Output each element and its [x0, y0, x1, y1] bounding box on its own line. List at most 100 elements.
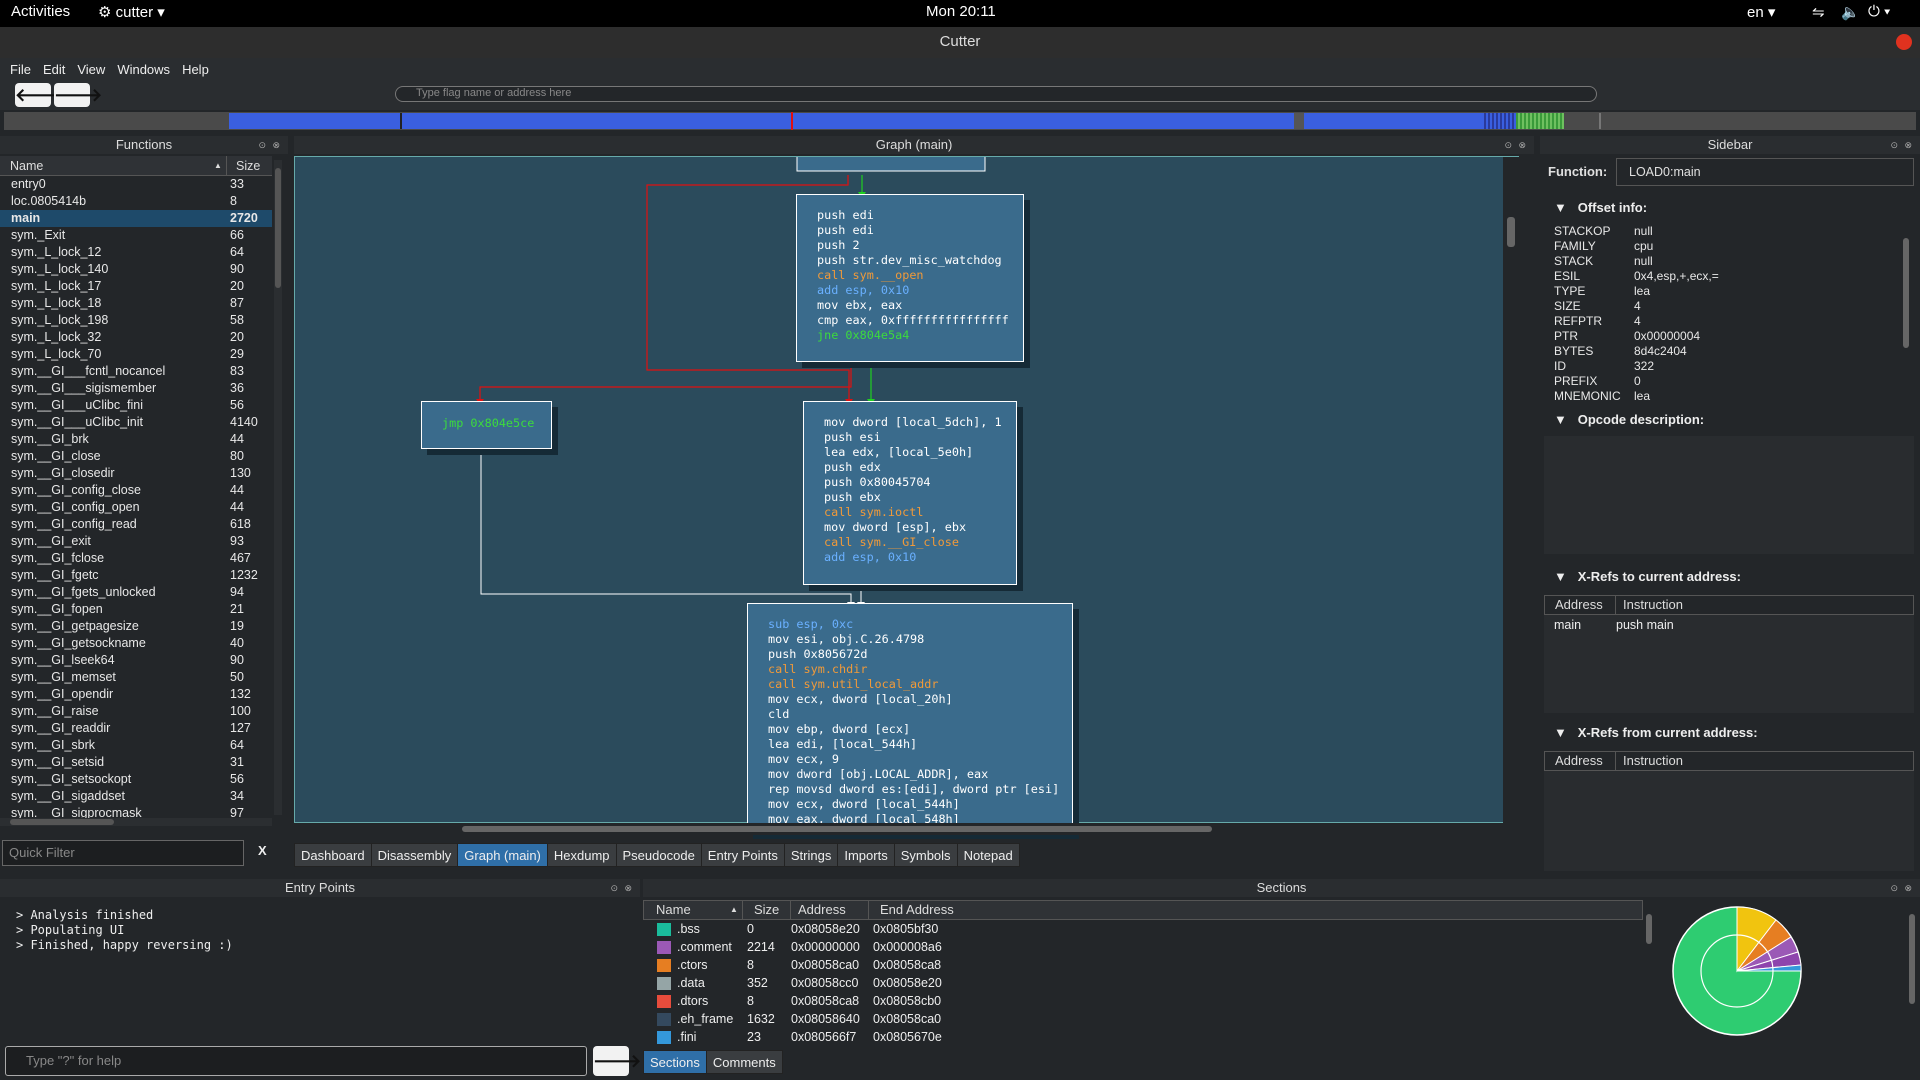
- sections-scrollbar[interactable]: [1645, 902, 1653, 1040]
- tab-comments[interactable]: Comments: [705, 1050, 783, 1074]
- graph-hscrollbar[interactable]: [294, 823, 1519, 835]
- offset-info-header[interactable]: ▼ Offset info:: [1554, 200, 1647, 215]
- close-icon[interactable]: ⊗: [272, 140, 280, 150]
- scroll-thumb[interactable]: [1903, 238, 1909, 348]
- scroll-thumb[interactable]: [1507, 217, 1515, 247]
- tab-sections[interactable]: Sections: [643, 1050, 707, 1074]
- asm-instruction[interactable]: push 2: [817, 238, 860, 252]
- scroll-thumb[interactable]: [1909, 914, 1915, 1004]
- close-icon[interactable]: ⊗: [1518, 140, 1526, 150]
- offset-scrollbar[interactable]: [1902, 226, 1910, 398]
- hscroll-thumb[interactable]: [10, 819, 114, 825]
- float-icon[interactable]: ⊙: [1504, 140, 1512, 150]
- col-name[interactable]: Name: [10, 159, 44, 173]
- asm-instruction[interactable]: mov dword [obj.LOCAL_ADDR], eax: [768, 767, 989, 781]
- tab-hexdump[interactable]: Hexdump: [546, 843, 617, 867]
- asm-instruction[interactable]: mov esi, obj.C.26.4798: [768, 632, 925, 646]
- search-input[interactable]: Type flag name or address here: [395, 86, 1597, 102]
- asm-instruction[interactable]: mov ebp, dword [ecx]: [768, 722, 911, 736]
- float-icon[interactable]: ⊙: [258, 140, 266, 150]
- tab-symbols[interactable]: Symbols: [893, 843, 958, 867]
- asm-instruction[interactable]: mov dword [local_5dch], 1: [824, 415, 1002, 429]
- power-icon[interactable]: ⏻ ▾: [1868, 3, 1891, 20]
- menu-edit[interactable]: Edit: [42, 62, 66, 77]
- asm-instruction[interactable]: jmp 0x804e5ce: [442, 416, 535, 430]
- asm-instruction[interactable]: cmp eax, 0xffffffffffffffff: [817, 313, 1009, 327]
- tab-imports[interactable]: Imports: [837, 843, 895, 867]
- col-size[interactable]: Size: [754, 902, 780, 917]
- asm-instruction[interactable]: add esp, 0x10: [817, 283, 910, 297]
- float-icon[interactable]: ⊙: [610, 883, 618, 893]
- asm-instruction[interactable]: mov ebx, eax: [817, 298, 903, 312]
- asm-instruction[interactable]: push edi: [817, 223, 874, 237]
- tab-disassembly[interactable]: Disassembly: [370, 843, 459, 867]
- asm-instruction[interactable]: push ebx: [824, 490, 881, 504]
- col-end-address[interactable]: End Address: [880, 902, 954, 917]
- graph-vscrollbar[interactable]: [1503, 157, 1519, 824]
- close-window-icon[interactable]: [1896, 34, 1912, 50]
- graph-block-2[interactable]: jmp 0x804e5ce: [421, 401, 552, 449]
- close-icon[interactable]: ⊗: [1904, 883, 1912, 893]
- tab-strings[interactable]: Strings: [783, 843, 839, 867]
- asm-instruction[interactable]: mov ecx, dword [local_20h]: [768, 692, 953, 706]
- close-icon[interactable]: ⊗: [1904, 140, 1912, 150]
- asm-instruction[interactable]: call sym.__open: [817, 268, 924, 282]
- app-menu[interactable]: ⚙ cutter ▾: [98, 4, 165, 21]
- col-address[interactable]: Address: [1555, 753, 1603, 768]
- scroll-thumb[interactable]: [1646, 914, 1652, 944]
- activities-button[interactable]: Activities: [11, 3, 71, 20]
- back-arrow-icon[interactable]: 🡐: [15, 83, 64, 107]
- scroll-thumb[interactable]: [275, 168, 281, 288]
- clock[interactable]: Mon 20:11: [926, 3, 996, 20]
- function-field[interactable]: LOAD0:main: [1616, 158, 1914, 186]
- asm-instruction[interactable]: call sym.util_local_addr: [768, 677, 939, 691]
- asm-instruction[interactable]: push edx: [824, 460, 881, 474]
- asm-instruction[interactable]: lea edx, [local_5e0h]: [824, 445, 974, 459]
- xrefs-to-header[interactable]: ▼ X-Refs to current address:: [1554, 569, 1741, 584]
- asm-instruction[interactable]: lea edi, [local_544h]: [768, 737, 918, 751]
- asm-instruction[interactable]: jne 0x804e5a4: [817, 328, 910, 342]
- opcode-desc-header[interactable]: ▼ Opcode description:: [1554, 412, 1704, 427]
- tab-dashboard[interactable]: Dashboard: [294, 843, 372, 867]
